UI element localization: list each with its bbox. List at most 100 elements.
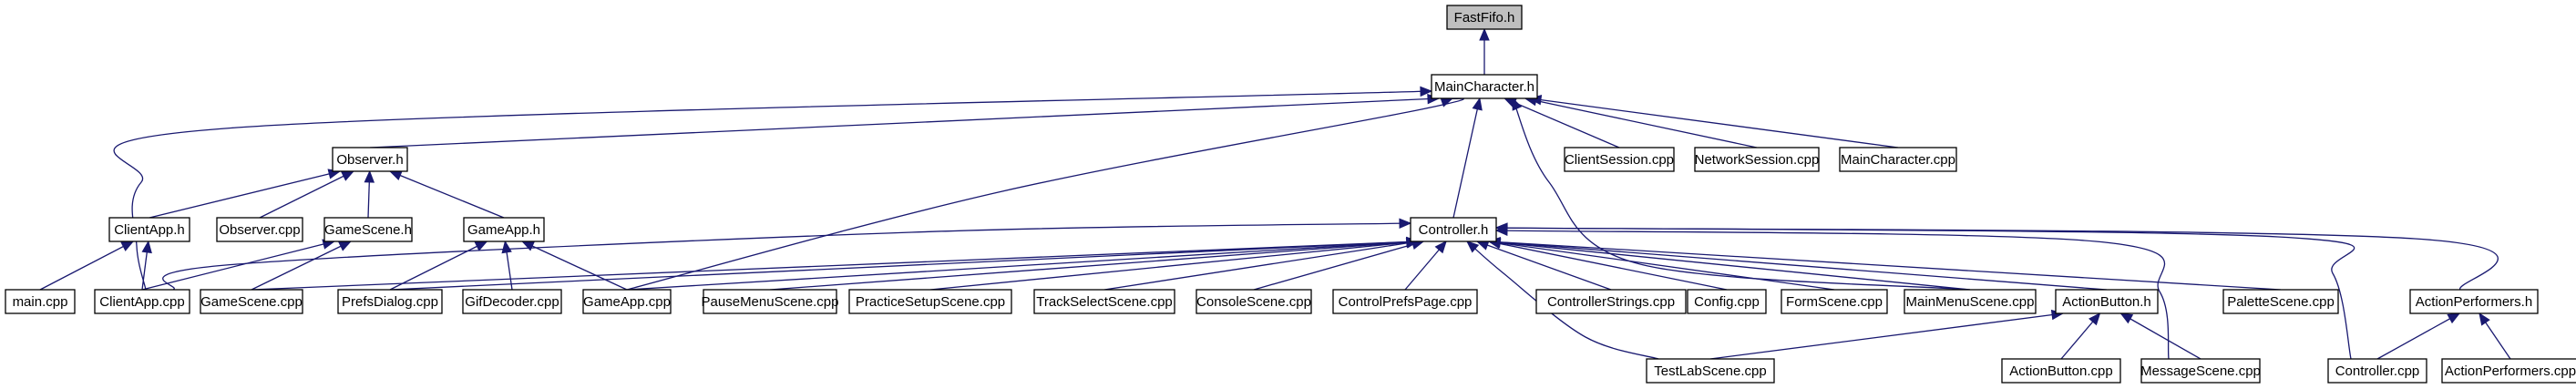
node-label: ControlPrefsPage.cpp [1339,294,1473,310]
edge-line [929,241,1419,291]
node-main-cpp[interactable]: main.cpp [5,289,76,314]
arrowhead-icon [341,170,355,181]
edge-line [1512,97,1971,291]
node-actionbutton-cpp[interactable]: ActionButton.cpp [2001,358,2121,384]
edge-gamescene_cpp-to-gamescene_h [251,241,352,291]
edge-line [1488,241,2282,291]
node-box [1904,289,2037,314]
node-box [337,289,443,314]
node-controllerstrings[interactable]: ControllerStrings.cpp [1535,289,1687,314]
edge-gamescene_cpp-to-controller_h [251,236,1420,291]
node-box [200,289,303,314]
node-label: PracticeSetupScene.cpp [856,294,1005,310]
node-palettescene[interactable]: PaletteScene.cpp [2222,289,2339,314]
node-pausemenu[interactable]: PauseMenuScene.cpp [702,289,839,314]
node-label: PaletteScene.cpp [2227,294,2335,310]
node-gamescene-h[interactable]: GameScene.h [323,217,413,242]
edge-actionperformers_h-to-controller_h [1494,222,2499,291]
node-box [2140,358,2261,384]
node-label: GameApp.h [467,222,540,238]
node-box [2327,358,2427,384]
edge-line [2120,312,2201,360]
node-label: MainCharacter.cpp [1841,152,1955,168]
node-controlprefs[interactable]: ControlPrefsPage.cpp [1332,289,1478,314]
arrowhead-icon [388,170,403,181]
edge-line [1524,97,1758,148]
arrowhead-icon [2119,312,2134,324]
edge-line [521,241,628,291]
node-box [1564,147,1675,172]
node-box [94,289,190,314]
edge-line [1495,227,2355,360]
node-label: TestLabScene.cpp [1654,363,1766,379]
node-observer-cpp[interactable]: Observer.cpp [216,217,303,242]
node-box [1410,217,1497,242]
edge-line [2376,312,2460,360]
node-mainmenuscene[interactable]: MainMenuScene.cpp [1904,289,2037,314]
edge-line [149,170,341,219]
node-label: NetworkSession.cpp [1695,152,1820,168]
node-consolescene[interactable]: ConsoleScene.cpp [1196,289,1312,314]
node-config[interactable]: Config.cpp [1687,289,1767,314]
node-fastfifo: FastFifo.h [1446,5,1523,30]
node-box [2055,289,2159,314]
arrowhead-icon [141,240,152,254]
arrowhead-icon [1512,97,1523,111]
node-prefsdialog[interactable]: PrefsDialog.cpp [337,289,443,314]
edge-line [251,241,1419,291]
node-messagescene[interactable]: MessageScene.cpp [2140,358,2261,384]
node-label: Controller.cpp [2335,363,2420,379]
edge-controller_h-to-maincharacter_h [1452,97,1483,219]
node-practicesetup[interactable]: PracticeSetupScene.cpp [848,289,1012,314]
edge-line [1504,97,1620,148]
node-label: FastFifo.h [1454,10,1515,26]
node-gameapp-h[interactable]: GameApp.h [463,217,545,242]
node-box [2222,289,2339,314]
node-label: ActionButton.h [2062,294,2151,310]
node-label: MainMenuScene.cpp [1906,294,2035,310]
edge-line [1529,97,1899,148]
arrowhead-icon [1479,27,1490,41]
edge-line [259,170,354,219]
node-clientsession[interactable]: ClientSession.cpp [1564,147,1675,172]
edge-maincharacter_h-to-fastfifo [1479,27,1490,75]
node-box [216,217,303,242]
arrowhead-icon [501,240,512,254]
node-controller-h[interactable]: Controller.h [1410,217,1497,242]
node-formscene[interactable]: FormScene.cpp [1781,289,1888,314]
node-clientapp-cpp[interactable]: ClientApp.cpp [94,289,190,314]
arrowhead-icon [1472,97,1483,111]
node-label: MainCharacter.h [1434,79,1534,95]
node-gameapp-cpp[interactable]: GameApp.cpp [582,289,672,314]
edge-line [1488,241,1835,291]
node-controller-cpp[interactable]: Controller.cpp [2327,358,2427,384]
node-testlabscene[interactable]: TestLabScene.cpp [1646,358,1775,384]
node-label: PauseMenuScene.cpp [702,294,839,310]
edge-line [1103,241,1419,291]
node-gamescene-cpp[interactable]: GameScene.cpp [200,289,303,314]
node-box [2409,289,2539,314]
node-box [2001,358,2121,384]
node-actionperformers-h[interactable]: ActionPerformers.h [2409,289,2539,314]
node-maincharacter-cpp[interactable]: MainCharacter.cpp [1839,147,1957,172]
edge-line [162,222,1411,291]
edge-line [1488,241,1971,291]
node-label: FormScene.cpp [1786,294,1883,310]
node-actionperformers-cpp[interactable]: ActionPerformers.cpp [2441,358,2576,384]
node-clientapp-h[interactable]: ClientApp.h [108,217,190,242]
node-observer-h[interactable]: Observer.h [332,147,408,172]
node-label: ClientApp.cpp [99,294,184,310]
node-networksession[interactable]: NetworkSession.cpp [1694,147,1820,172]
node-actionbutton-h[interactable]: ActionButton.h [2055,289,2159,314]
node-trackselect[interactable]: TrackSelectScene.cpp [1033,289,1175,314]
edge-line [626,241,1419,291]
edge-line [1253,241,1424,291]
node-gifdecoder[interactable]: GifDecoder.cpp [462,289,562,314]
edge-maincharacter_cpp-to-maincharacter_h [1528,94,1899,148]
arrowhead-icon [2479,312,2490,326]
edge-actionbutton_h-to-controller_h [1487,237,2108,291]
edge-controller_cpp-to-controller_h [1494,222,2355,360]
node-maincharacter-h[interactable]: MainCharacter.h [1431,74,1538,99]
node-box [108,217,190,242]
